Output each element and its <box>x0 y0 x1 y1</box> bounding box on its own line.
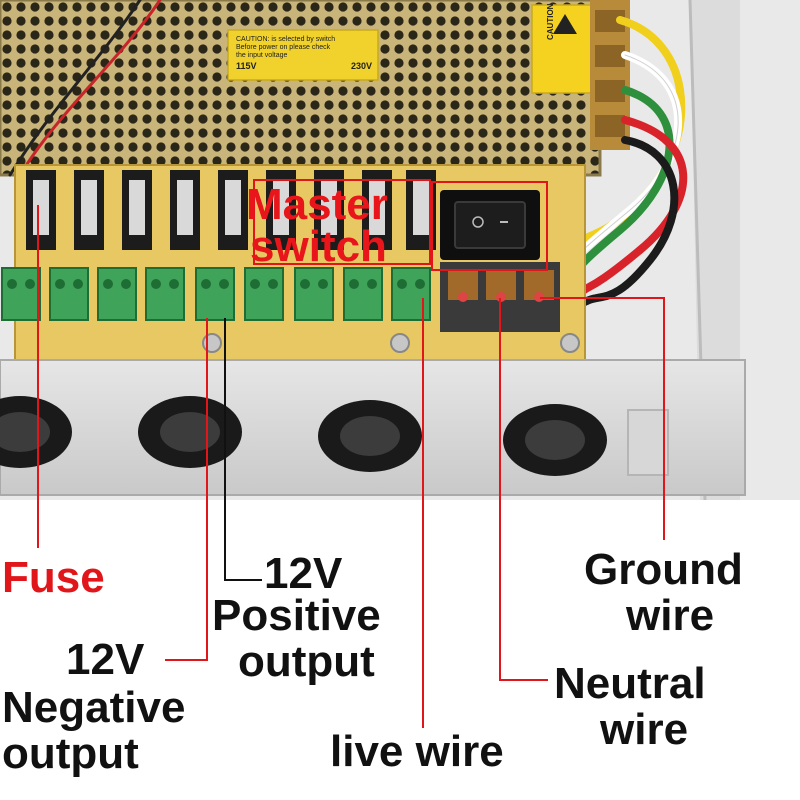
warning-triangle-icon <box>553 14 577 34</box>
neutral-wire-label: wire <box>600 705 689 754</box>
negative-voltage-label: 12V <box>66 635 145 684</box>
fuse-icon <box>170 170 200 250</box>
fuse-holders <box>26 170 436 250</box>
negative-label: Negative <box>2 683 186 732</box>
master-switch-label-1: Master <box>246 180 388 229</box>
case-front-panel <box>0 359 746 496</box>
sticker-line: CAUTION: is selected by switch <box>236 36 336 43</box>
master-switch-label-2: switch <box>250 222 387 271</box>
sticker-115v: 115V <box>236 61 257 71</box>
cable-grommet-icon <box>138 396 242 468</box>
terminal-block-icon <box>343 267 383 321</box>
terminal-block-icon <box>195 267 235 321</box>
voltage-sticker <box>227 29 379 81</box>
voltage-sticker-text: CAUTION: is selected by switch Before po… <box>236 36 372 71</box>
caution-sticker <box>531 4 593 94</box>
terminal-block-icon <box>97 267 137 321</box>
fuse-icon <box>314 170 344 250</box>
fuse-icon <box>122 170 152 250</box>
sticker-230v: 230V <box>350 61 372 71</box>
positive-voltage-label: 12V <box>264 549 343 598</box>
cable-grommet-icon <box>318 400 422 472</box>
terminal-block-icon <box>145 267 185 321</box>
output-terminals <box>1 267 431 321</box>
ground-wire-label: wire <box>626 591 715 640</box>
terminal-block-icon <box>391 267 431 321</box>
terminal-block-icon <box>294 267 334 321</box>
sticker-line: the input voltage <box>236 52 288 59</box>
cable-grommet-icon <box>503 404 607 476</box>
fuse-icon <box>362 170 392 250</box>
sticker-line: Before power on please check <box>236 44 331 51</box>
terminal-block-icon <box>1 267 41 321</box>
caution-sticker-text: CAUTION <box>546 3 555 40</box>
psu-cage <box>0 0 602 177</box>
fuse-label: Fuse <box>2 553 105 602</box>
positive-label: Positive <box>212 591 381 640</box>
terminal-block-icon <box>49 267 89 321</box>
fuse-icon <box>74 170 104 250</box>
fuse-icon <box>218 170 248 250</box>
live-wire-label: live wire <box>330 727 504 776</box>
rocker-switch-icon <box>440 190 540 260</box>
terminal-block-icon <box>244 267 284 321</box>
callout-lines <box>37 179 665 728</box>
fuse-icon <box>26 170 56 250</box>
neutral-label: Neutral <box>554 659 706 708</box>
ground-label: Ground <box>584 545 743 594</box>
fuse-icon <box>266 170 296 250</box>
negative-output-label: output <box>2 729 139 778</box>
positive-output-label: output <box>238 637 375 686</box>
